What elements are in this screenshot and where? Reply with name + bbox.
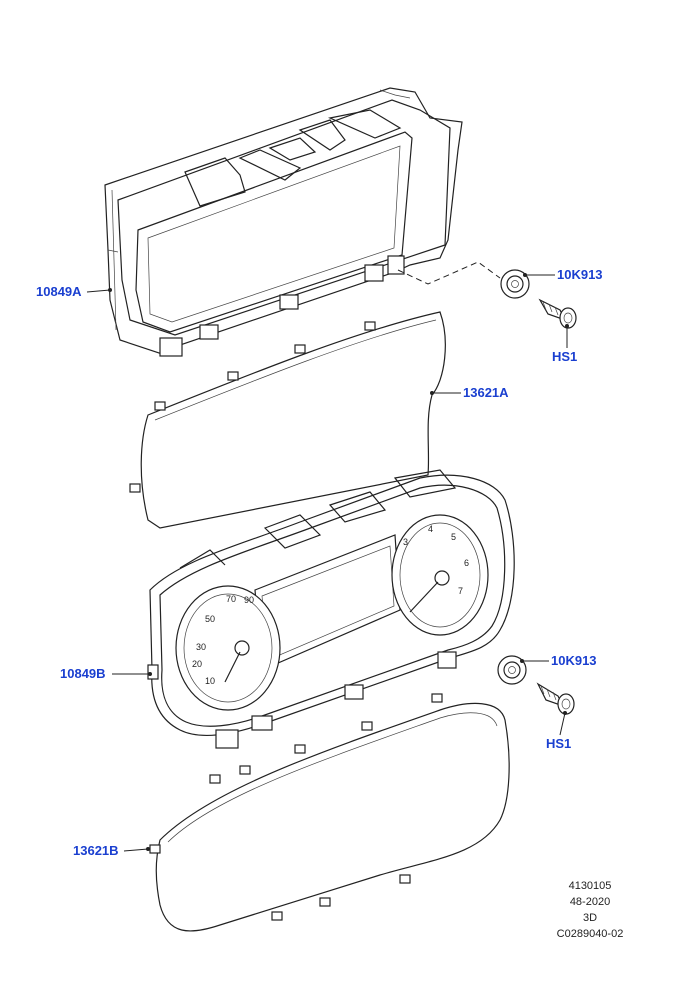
- tachometer-dial: [391, 514, 489, 636]
- lens-13621A: [129, 311, 446, 529]
- callout-HS1-bottom[interactable]: HS1: [546, 736, 572, 751]
- callout-10849B[interactable]: 10849B: [60, 666, 106, 681]
- speedometer-numeral: 90: [244, 595, 254, 605]
- tachometer-numeral: 5: [451, 532, 456, 542]
- leader-lines: [86, 273, 569, 852]
- tachometer-numeral: 3: [403, 537, 408, 547]
- instrument-cluster-10849A: [104, 87, 463, 357]
- clip-nut-10K913-bottom: [497, 655, 527, 685]
- reference-line-4: C0289040-02: [556, 928, 624, 940]
- screw-HS1-bottom: [536, 682, 575, 715]
- speedometer-numeral: 50: [205, 614, 215, 624]
- tachometer-numeral: 6: [464, 558, 469, 568]
- callout-10849A[interactable]: 10849A: [36, 284, 82, 299]
- instrument-cluster-10849B: [147, 469, 515, 749]
- speedometer-numeral: 30: [196, 642, 206, 652]
- reference-line-2: 48-2020: [569, 896, 611, 908]
- screw-HS1-top: [538, 298, 577, 329]
- speedometer-numeral: 20: [192, 659, 202, 669]
- clip-nut-10K913-top: [500, 269, 530, 299]
- assembly-line-top: [397, 261, 501, 285]
- reference-line-3: 3D: [582, 912, 598, 924]
- callout-13621B[interactable]: 13621B: [73, 843, 119, 858]
- reference-block: 4130105 48-2020 3D C0289040-02: [550, 878, 630, 942]
- callout-10K913-bottom[interactable]: 10K913: [551, 653, 597, 668]
- callout-HS1-top[interactable]: HS1: [552, 349, 578, 364]
- reference-line-1: 4130105: [568, 880, 612, 892]
- tachometer-numeral: 4: [428, 524, 433, 534]
- callout-13621A[interactable]: 13621A: [463, 385, 509, 400]
- tachometer-numeral: 7: [458, 586, 463, 596]
- callout-10K913-top[interactable]: 10K913: [557, 267, 603, 282]
- speedometer-numeral: 70: [226, 594, 236, 604]
- cover-13621B: [149, 693, 510, 932]
- speedometer-dial: [175, 585, 281, 711]
- speedometer-numeral: 10: [205, 676, 215, 686]
